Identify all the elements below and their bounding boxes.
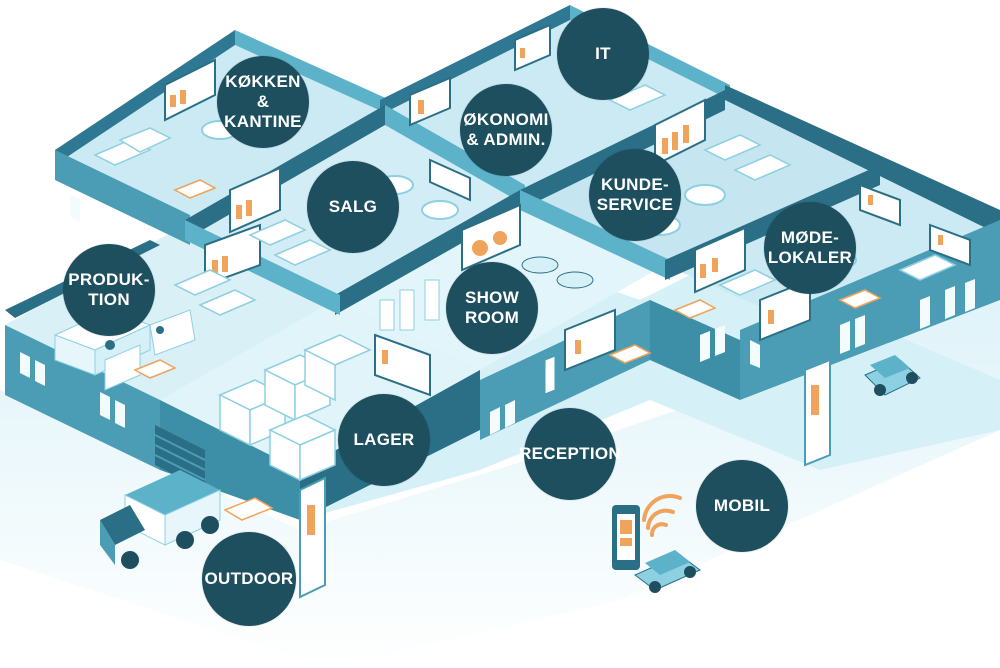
wall-kitchen-front — [55, 150, 190, 245]
zone-label: PRODUK- TION — [68, 270, 150, 309]
wall-partition-6 — [335, 190, 520, 315]
wall-front-production — [5, 325, 160, 470]
zone-showroom[interactable]: SHOW ROOM — [446, 262, 538, 354]
storage-stacks — [218, 334, 372, 482]
car-parked — [864, 355, 921, 396]
wall-kitchen-back — [55, 30, 235, 165]
wall-partition-2 — [385, 105, 525, 205]
car-mobile — [634, 550, 701, 593]
wall-partition-4 — [520, 190, 670, 280]
zone-modelokaler[interactable]: MØDE- LOKALER — [764, 202, 856, 294]
window — [70, 194, 80, 222]
zone-label: IT — [595, 44, 611, 63]
wifi-icon — [642, 494, 682, 537]
showroom-items — [379, 256, 594, 331]
mobile-phone-icon — [612, 505, 640, 570]
zone-outdoor[interactable]: OUTDOOR — [202, 532, 296, 626]
zone-okonomi-admin[interactable]: ØKONOMI & ADMIN. — [460, 84, 552, 176]
zone-kundeservice[interactable]: KUNDE- SERVICE — [589, 149, 681, 241]
zone-label: KUNDE- SERVICE — [596, 175, 674, 214]
zone-label: MØDE- LOKALER — [767, 228, 853, 267]
wall-front-reception-side — [650, 300, 740, 400]
info-stands — [133, 179, 882, 521]
screen-charts — [170, 48, 943, 364]
desks — [93, 84, 957, 316]
zone-label: RECEPTION — [519, 444, 621, 463]
zone-label: KØKKEN & KANTINE — [224, 72, 302, 131]
wall-front-storage — [160, 400, 300, 520]
wall-right-wing — [725, 85, 1000, 235]
zone-salg[interactable]: SALG — [307, 161, 399, 253]
zone-label: MOBIL — [713, 496, 771, 515]
wall-screens — [164, 23, 971, 397]
zone-kokken-kantine[interactable]: KØKKEN & KANTINE — [217, 56, 309, 148]
wall-kitchen-side — [235, 30, 390, 115]
zone-label: OUTDOOR — [204, 569, 294, 588]
garage-door — [154, 425, 206, 490]
zone-lager[interactable]: LAGER — [338, 394, 430, 486]
delivery-truck — [100, 470, 221, 569]
zone-label: SHOW ROOM — [464, 288, 520, 327]
zone-reception[interactable]: RECEPTION — [519, 408, 621, 500]
zone-it[interactable]: IT — [557, 8, 649, 100]
zone-produktion[interactable]: PRODUK- TION — [63, 244, 155, 336]
zone-label: LAGER — [353, 430, 415, 449]
zone-label: SALG — [328, 197, 378, 216]
totem-screens — [299, 355, 831, 599]
zone-mobil[interactable]: MOBIL — [696, 460, 788, 552]
front-windows — [20, 279, 975, 435]
zone-label: ØKONOMI & ADMIN. — [463, 110, 549, 149]
